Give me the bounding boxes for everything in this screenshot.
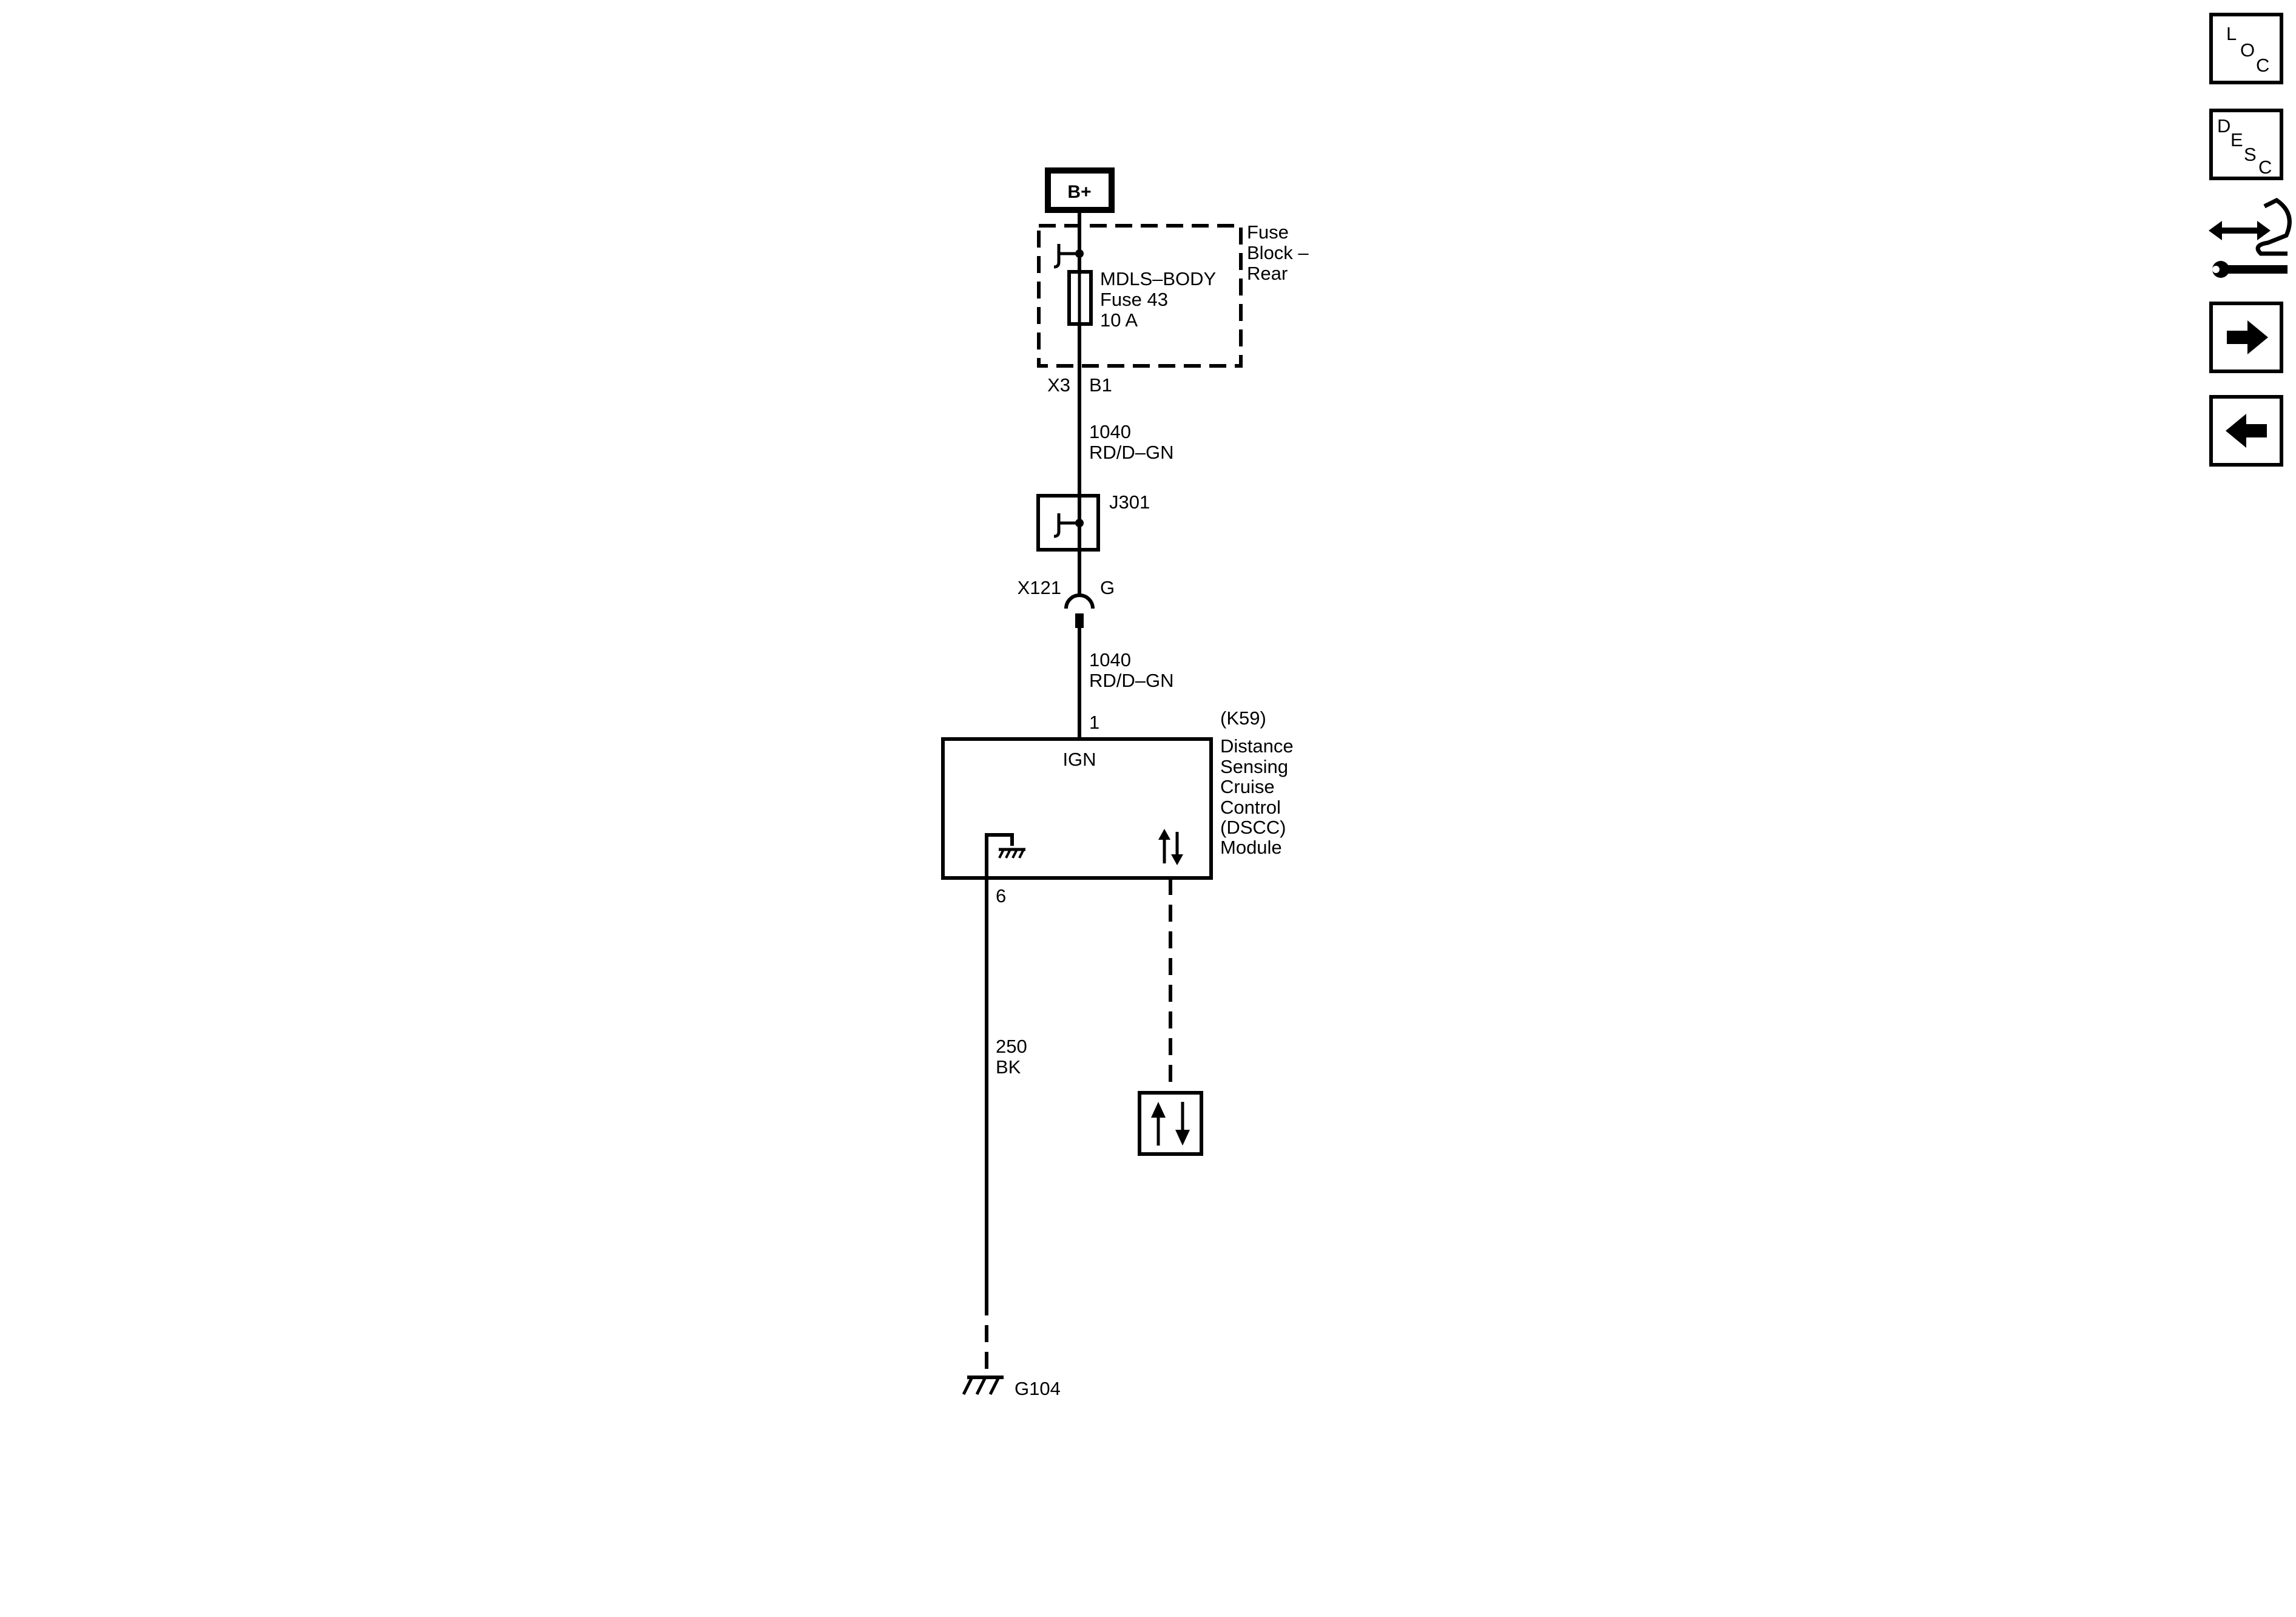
desc-letter-e: E bbox=[2230, 129, 2243, 150]
ground-wire-circuit: 250 bbox=[996, 1036, 1027, 1057]
module-name-line-5: (DSCC) bbox=[1220, 817, 1286, 838]
data-communication-icon bbox=[1138, 1091, 1203, 1156]
module-ign-pin: 1 bbox=[1089, 712, 1099, 733]
loc-letter-o: O bbox=[2240, 39, 2255, 61]
module-name-line-1: Distance bbox=[1220, 735, 1294, 757]
wire-lower-circuit: 1040 bbox=[1089, 649, 1131, 670]
ground-g104-icon bbox=[962, 1376, 1004, 1396]
desc-letter-d: D bbox=[2217, 115, 2230, 137]
fuse-name-line-2: Fuse 43 bbox=[1100, 289, 1168, 310]
module-internal-ground-icon bbox=[985, 833, 1025, 878]
next-arrow-icon bbox=[2227, 320, 2268, 354]
battery-positive-source: B+ bbox=[1045, 167, 1115, 213]
fuse-block-rear: Fuse Block – Rear bbox=[1037, 221, 1309, 368]
splice-label: J301 bbox=[1109, 491, 1150, 513]
inline-connector-x121-icon bbox=[1064, 593, 1095, 628]
wire-lower-color: RD/D–GN bbox=[1089, 670, 1174, 691]
module-name-line-3: Cruise bbox=[1220, 776, 1275, 797]
module-ign-label: IGN bbox=[1062, 749, 1096, 770]
next-page-button[interactable] bbox=[2209, 302, 2283, 373]
ground-wire-color: BK bbox=[996, 1056, 1021, 1078]
inline-connector-pin: G bbox=[1100, 577, 1115, 598]
fuse-block-pin-label: B1 bbox=[1089, 374, 1112, 396]
loc-letter-c: C bbox=[2256, 55, 2269, 76]
fuse-rating: 10 A bbox=[1100, 309, 1138, 331]
connector-tool-icon bbox=[2209, 197, 2292, 278]
fuse-name-line-1: MDLS–BODY bbox=[1100, 268, 1216, 289]
fuse-block-name-line-2: Block – bbox=[1247, 242, 1309, 263]
dscc-module: IGN bbox=[941, 737, 1213, 880]
ground-label: G104 bbox=[1015, 1378, 1061, 1399]
battery-positive-label: B+ bbox=[1067, 182, 1091, 202]
module-id: (K59) bbox=[1220, 707, 1266, 729]
wire-upper-color: RD/D–GN bbox=[1089, 442, 1174, 463]
connector-tool-button[interactable] bbox=[2209, 197, 2292, 278]
fuse-43-icon bbox=[1067, 270, 1093, 326]
inline-connector-label: X121 bbox=[1018, 577, 1061, 598]
loc-letter-l: L bbox=[2226, 23, 2237, 44]
fuse-block-name-line-3: Rear bbox=[1247, 263, 1288, 284]
desc-letter-c: C bbox=[2258, 157, 2272, 178]
module-name-line-6: Module bbox=[1220, 837, 1282, 858]
fuse-block-name-line-1: Fuse bbox=[1247, 221, 1289, 243]
previous-arrow-icon bbox=[2226, 414, 2267, 448]
wire-upper-circuit: 1040 bbox=[1089, 421, 1131, 442]
module-data-link-icon bbox=[1158, 829, 1183, 865]
module-ground-pin: 6 bbox=[996, 885, 1006, 906]
desc-button[interactable]: D E S C bbox=[2209, 109, 2283, 180]
fuse-bus-connection-icon bbox=[1053, 244, 1084, 269]
fuse-block-connector-label: X3 bbox=[1047, 374, 1070, 396]
module-name-line-4: Control bbox=[1220, 797, 1281, 818]
module-name-line-2: Sensing bbox=[1220, 756, 1288, 777]
splice-j301 bbox=[1036, 494, 1100, 552]
loc-button[interactable]: L O C bbox=[2209, 13, 2283, 84]
desc-letter-s: S bbox=[2244, 144, 2257, 165]
previous-page-button[interactable] bbox=[2209, 395, 2283, 467]
